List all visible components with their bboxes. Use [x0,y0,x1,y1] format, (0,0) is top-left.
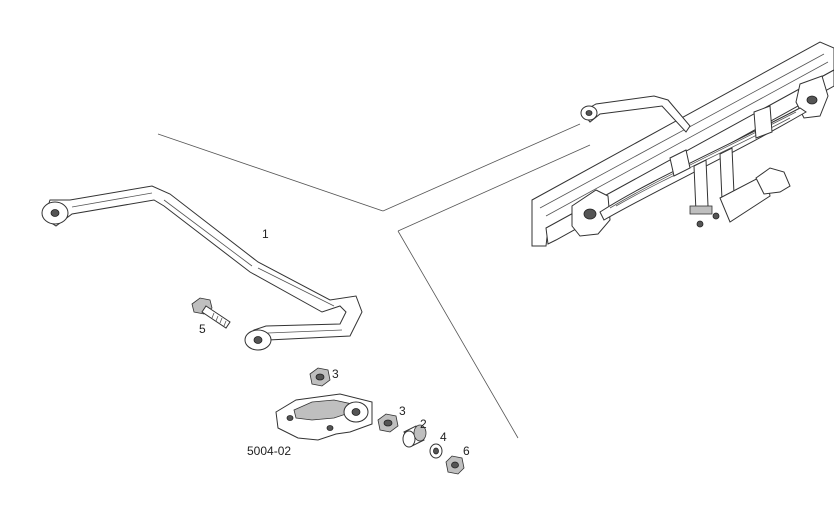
callout-part-4: 4 [440,430,447,444]
leader-lines [157,123,591,439]
callout-labels: 1 2 3 3 4 5 6 5004-02 [199,227,470,458]
nut-upper [309,367,331,387]
washer [429,443,443,459]
mounting-bracket [275,393,373,441]
callout-part-3-upper: 3 [332,367,339,381]
chassis-assembly [531,41,834,247]
callout-part-1: 1 [262,227,269,241]
callout-part-2: 2 [420,417,427,431]
end-nut [445,455,465,475]
bolt [191,297,231,329]
nut-lower [377,413,399,433]
callout-part-6: 6 [463,444,470,458]
reference-code: 5004-02 [247,444,291,458]
bushing [402,424,427,448]
callout-part-3-lower: 3 [399,404,406,418]
callout-part-5: 5 [199,322,206,336]
stabilizer-bar [41,185,363,351]
